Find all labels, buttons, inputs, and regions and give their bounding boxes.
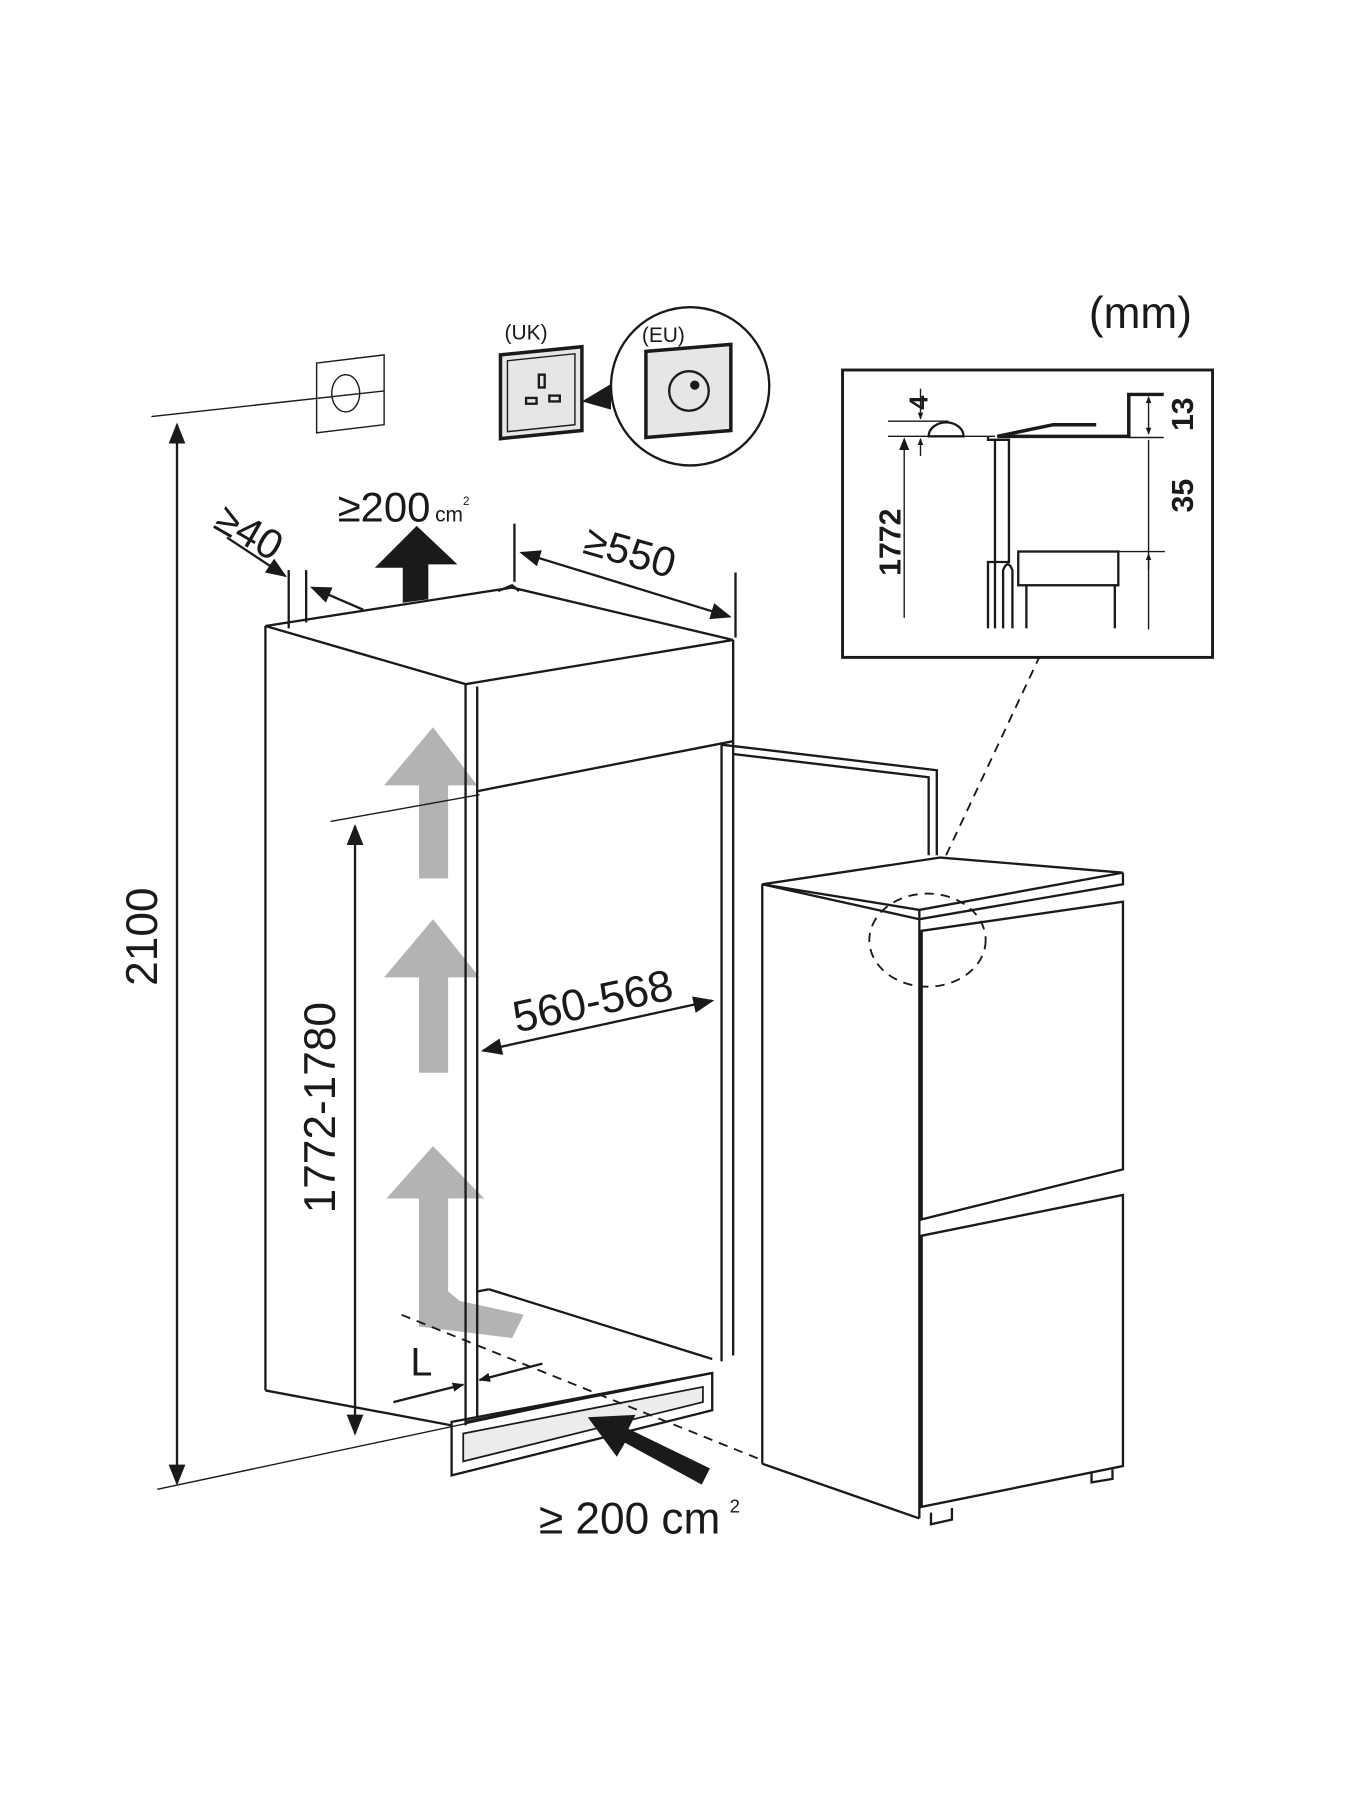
fridge-appliance xyxy=(761,657,1125,1526)
rear-gap-label: ≥40 xyxy=(208,494,292,569)
detail-dim-4: 4 xyxy=(905,395,933,410)
bottom-vent-dimension: ≥ 200 cm 2 xyxy=(539,1414,740,1544)
niche-width-dimension: 560-568 xyxy=(480,961,715,1055)
top-vent-value: ≥200 xyxy=(338,483,431,530)
plinth-depth-dimension: L xyxy=(393,1313,763,1462)
detail-callout-circle xyxy=(868,892,987,988)
top-vent-sup: 2 xyxy=(463,495,469,508)
total-height-label: 2100 xyxy=(118,887,167,985)
niche-height-label: 1772-1780 xyxy=(296,1002,345,1213)
niche-width-label: 560-568 xyxy=(508,961,677,1043)
cabinet-niche xyxy=(264,583,938,1477)
detail-dim-35: 35 xyxy=(1167,479,1200,513)
airflow-arrow-middle xyxy=(384,919,480,1073)
eu-label: (EU) xyxy=(642,324,685,347)
plinth-vent xyxy=(450,1371,714,1477)
units-label: (mm) xyxy=(1089,289,1192,338)
uk-socket-icon: (UK) xyxy=(498,322,612,441)
depth-dimension: ≥550 xyxy=(513,516,737,638)
intake-arrow-icon xyxy=(587,1414,710,1485)
detail-dim-13: 13 xyxy=(1167,397,1200,431)
airflow-arrow-bottom xyxy=(386,1146,524,1339)
eu-socket-icon: (EU) xyxy=(609,306,771,467)
niche-height-dimension: 1772-1780 xyxy=(296,794,480,1436)
detail-inset: 4 1772 13 35 xyxy=(841,368,1215,659)
up-arrow-icon xyxy=(374,525,458,603)
depth-label: ≥550 xyxy=(579,516,681,587)
detail-dim-1772: 1772 xyxy=(875,509,908,576)
svg-text:≥ 200 cm2: ≥ 200 cm 2 xyxy=(539,1495,740,1544)
fridge-lower-door xyxy=(920,1193,1125,1509)
fridge-upper-door xyxy=(920,900,1125,1221)
airflow-arrows xyxy=(384,727,524,1339)
total-height-dimension: 2100 xyxy=(118,390,606,1491)
bottom-vent-sup: 2 xyxy=(730,1496,740,1517)
plinth-label: L xyxy=(410,1340,432,1384)
bottom-vent-label: ≥ 200 cm xyxy=(539,1495,721,1544)
wall-outlet-icon xyxy=(315,354,385,434)
uk-label: (UK) xyxy=(505,322,548,345)
top-vent-unit: cm xyxy=(435,503,463,526)
